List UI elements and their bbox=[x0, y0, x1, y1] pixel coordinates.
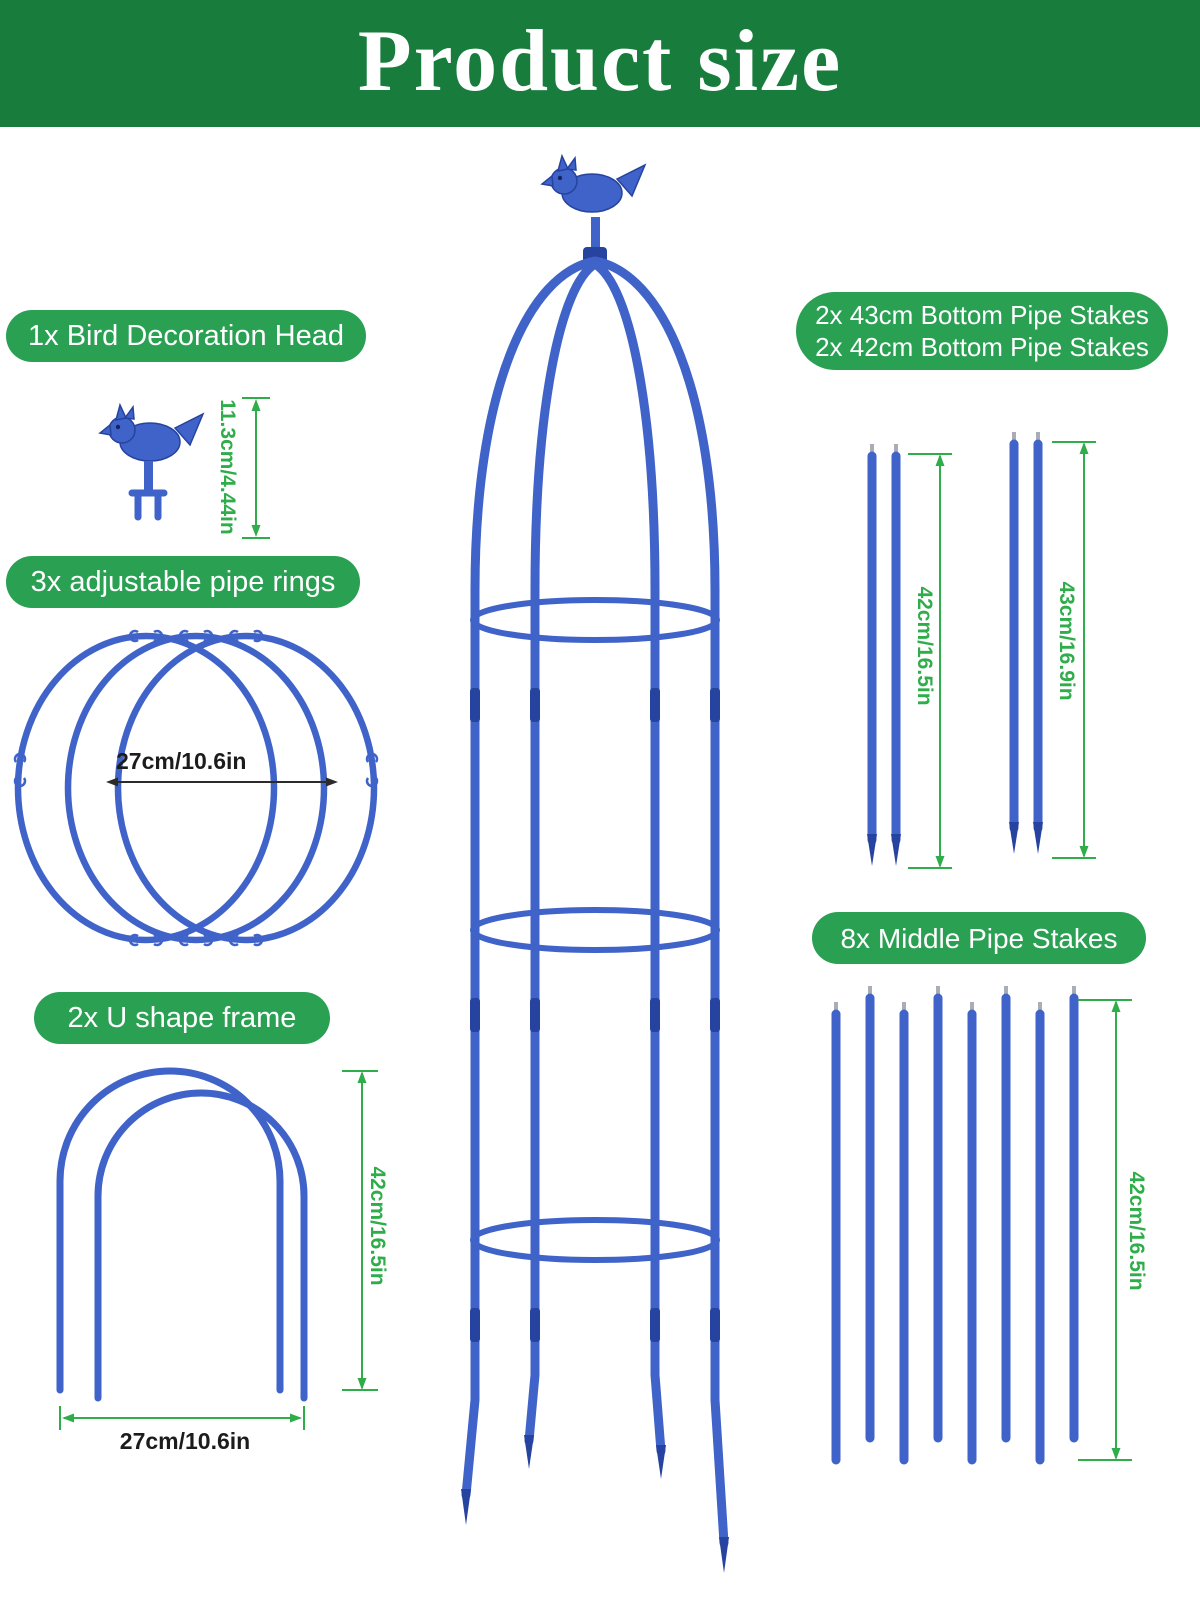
bottom-stake-42cm-dimension-line bbox=[908, 453, 952, 869]
middle-stakes-group bbox=[831, 986, 1079, 1465]
u-frame-height-dimension-text: 42cm/16.5in bbox=[366, 1166, 389, 1286]
label-adjustable-pipe-rings-text: 3x adjustable pipe rings bbox=[30, 565, 336, 598]
bird-height-dimension-line bbox=[242, 397, 270, 539]
label-bottom-pipe-stakes-line2: 2x 42cm Bottom Pipe Stakes bbox=[815, 332, 1149, 362]
pipe-rings-illustration bbox=[13, 629, 379, 947]
bottom-stake-43cm-dimension-line bbox=[1052, 441, 1096, 859]
bird-fork-clip bbox=[128, 489, 168, 521]
u-frame-height-dimension-line bbox=[342, 1070, 378, 1391]
bird-height-dimension-text: 11.3cm/4.44in bbox=[216, 399, 239, 535]
bottom-pipe-stakes-illustration bbox=[867, 432, 1096, 869]
middle-pipe-stakes-illustration bbox=[831, 986, 1132, 1465]
label-bird-decoration-head-text: 1x Bird Decoration Head bbox=[28, 319, 344, 352]
rings-diameter-dimension-text: 27cm/10.6in bbox=[116, 748, 247, 774]
bottom-stakes-pair-43cm bbox=[1009, 432, 1043, 854]
label-middle-pipe-stakes-text: 8x Middle Pipe Stakes bbox=[840, 922, 1118, 954]
bottom-stakes-pair-42cm bbox=[867, 444, 901, 866]
middle-stake-dimension-line bbox=[1078, 999, 1132, 1461]
pipe-connector-sleeves bbox=[470, 688, 720, 1342]
label-u-shape-frame-text: 2x U shape frame bbox=[67, 1001, 297, 1034]
label-middle-pipe-stakes: 8x Middle Pipe Stakes bbox=[812, 912, 1146, 964]
label-bottom-pipe-stakes: 2x 43cm Bottom Pipe Stakes 2x 42cm Botto… bbox=[796, 292, 1168, 370]
page-title: Product size bbox=[357, 13, 843, 110]
label-u-shape-frame: 2x U shape frame bbox=[34, 992, 330, 1044]
bird-stem bbox=[144, 461, 153, 491]
u-frames bbox=[56, 1067, 308, 1402]
middle-stake-dimension-text: 42cm/16.5in bbox=[1125, 1171, 1148, 1291]
rings-diameter-dimension-line bbox=[106, 777, 338, 787]
obelisk-trellis-illustration bbox=[461, 153, 729, 1573]
bottom-stake-42cm-dimension-text: 42cm/16.5in bbox=[913, 586, 936, 706]
obelisk-bird-topper bbox=[540, 153, 647, 213]
obelisk-support-rings bbox=[470, 597, 720, 1263]
bird-decoration-icon bbox=[98, 402, 205, 521]
three-rings bbox=[14, 632, 378, 944]
u-shape-frame-illustration bbox=[56, 1067, 378, 1430]
u-frame-width-dimension-text: 27cm/10.6in bbox=[119, 1428, 251, 1454]
obelisk-ground-spikes bbox=[461, 1435, 729, 1573]
label-bird-decoration-head: 1x Bird Decoration Head bbox=[6, 310, 366, 362]
obelisk-frame-poles bbox=[461, 256, 729, 1548]
label-adjustable-pipe-rings: 3x adjustable pipe rings bbox=[6, 556, 360, 608]
bird-mount-stem bbox=[591, 217, 600, 253]
u-frame-width-dimension-line bbox=[59, 1406, 305, 1430]
bottom-stake-43cm-dimension-text: 43cm/16.9in bbox=[1055, 581, 1078, 701]
header-banner: Product size bbox=[0, 0, 1200, 127]
label-bottom-pipe-stakes-line1: 2x 43cm Bottom Pipe Stakes bbox=[815, 299, 1149, 330]
bird-shape bbox=[98, 402, 205, 462]
